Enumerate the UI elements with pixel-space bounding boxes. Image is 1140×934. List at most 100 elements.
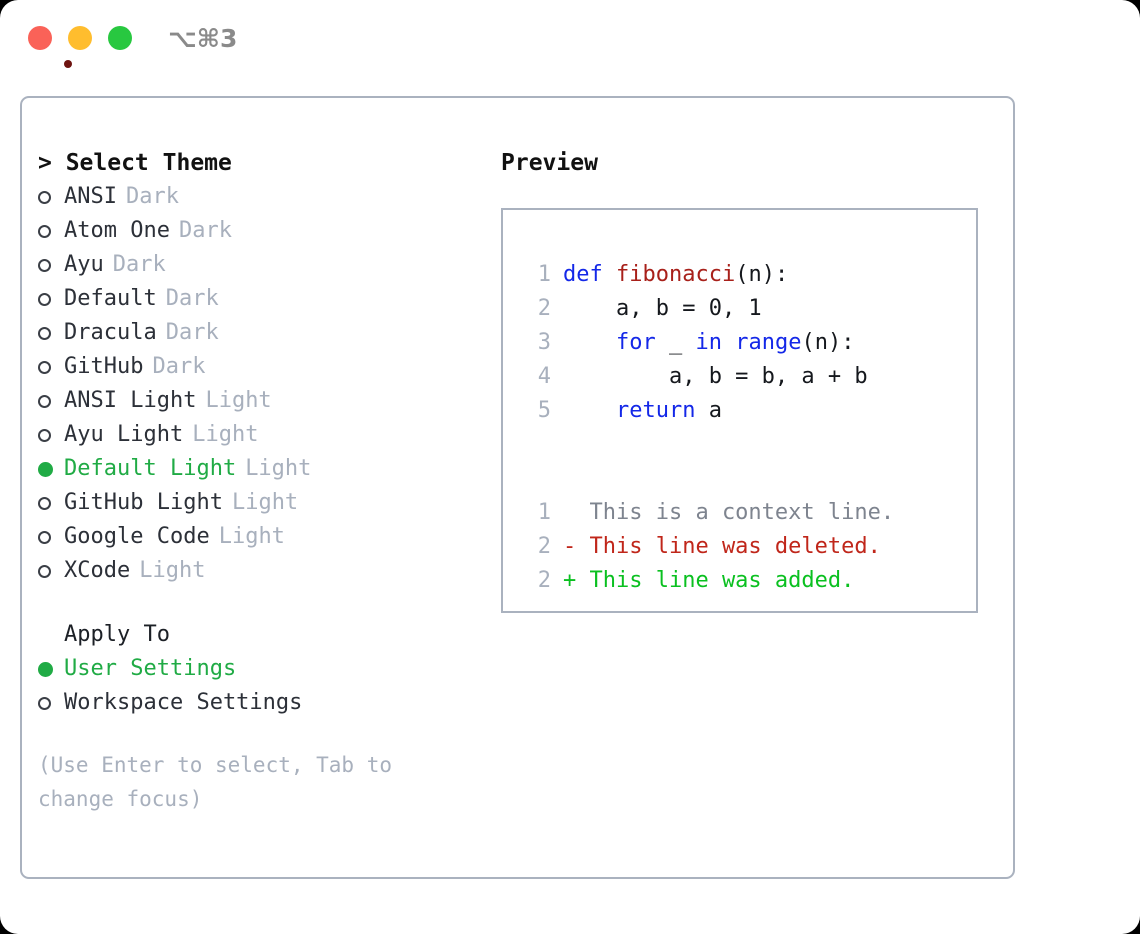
radio-dot xyxy=(38,224,51,238)
diff-line: 2 - This line was deleted. xyxy=(515,530,976,564)
theme-variant-badge: Dark xyxy=(152,354,206,379)
radio-unselected-icon xyxy=(38,326,64,340)
diff-sample: 1 This is a context line. 2 - This line wa… xyxy=(515,496,976,598)
theme-variant-badge: Light xyxy=(192,422,259,447)
theme-variant-badge: Light xyxy=(245,456,312,481)
code-token: _ xyxy=(655,330,696,355)
diff-text: - This line was deleted. xyxy=(563,534,881,559)
line-number: 2 xyxy=(537,534,551,559)
minimize-window-button[interactable] xyxy=(68,26,92,50)
radio-dot xyxy=(38,292,51,306)
theme-variant-badge: Dark xyxy=(125,184,179,209)
radio-unselected-icon xyxy=(38,428,64,442)
theme-name: XCode xyxy=(64,558,131,583)
theme-list-item[interactable]: ANSI Dark xyxy=(38,180,488,214)
theme-name: Ayu Light xyxy=(64,422,184,447)
code-token: (n): xyxy=(735,262,789,287)
line-number: 4 xyxy=(537,364,551,389)
radio-unselected-icon xyxy=(38,292,64,306)
theme-name: Default xyxy=(64,286,157,311)
radio-dot xyxy=(38,564,51,578)
radio-dot xyxy=(38,696,51,710)
code-line: 5 return a xyxy=(515,394,976,428)
radio-unselected-icon xyxy=(38,530,64,544)
section-spacer xyxy=(38,588,488,618)
theme-name: Ayu xyxy=(64,252,104,277)
line-number: 1 xyxy=(537,500,551,525)
theme-variant-badge: Light xyxy=(218,524,285,549)
line-number: 5 xyxy=(537,398,551,423)
code-token: return xyxy=(615,398,696,423)
radio-dot xyxy=(38,661,53,677)
theme-list-item[interactable]: Default Dark xyxy=(38,282,488,316)
close-icon xyxy=(64,60,72,68)
radio-dot xyxy=(38,326,51,340)
code-token: range xyxy=(735,330,802,355)
radio-unselected-icon xyxy=(38,696,64,710)
keyboard-shortcut-label: ⌥⌘3 xyxy=(168,24,238,53)
radio-dot xyxy=(38,258,51,272)
theme-name: Dracula xyxy=(64,320,157,345)
code-line: 2 a, b = 0, 1 xyxy=(515,292,976,326)
theme-variant-badge: Light xyxy=(205,388,272,413)
radio-dot xyxy=(38,394,51,408)
close-window-button[interactable] xyxy=(28,26,72,68)
theme-name: Atom One xyxy=(64,218,170,243)
code-token: fibonacci xyxy=(615,262,736,287)
diff-line: 2+ This line was added. xyxy=(515,564,976,598)
preview-title: Preview xyxy=(501,150,598,176)
code-token: def xyxy=(563,262,616,287)
diff-line: 1 This is a context line. xyxy=(515,496,976,530)
radio-unselected-icon xyxy=(38,224,64,238)
theme-list-item[interactable]: Ayu Light Light xyxy=(38,418,488,452)
theme-name: Google Code xyxy=(64,524,210,549)
code-line: 4 a, b = b, a + b xyxy=(515,360,976,394)
theme-variant-badge: Light xyxy=(231,490,299,515)
radio-unselected-icon xyxy=(38,360,64,374)
code-line: 3 for _ in range(n): xyxy=(515,326,976,360)
diff-text: This is a context line. xyxy=(563,500,895,525)
radio-selected-icon xyxy=(38,661,64,677)
code-blank-line xyxy=(515,428,976,462)
code-token: a, b = 0, 1 xyxy=(563,296,762,321)
theme-list-item[interactable]: Google Code Light xyxy=(38,520,488,554)
apply-to-heading: Apply To xyxy=(64,622,170,647)
code-blank-line xyxy=(515,462,976,496)
diff-text: + This line was added. xyxy=(563,568,855,593)
radio-dot xyxy=(38,530,51,544)
radio-unselected-icon xyxy=(38,564,64,578)
code-token: for xyxy=(615,330,656,355)
code-token: (n): xyxy=(801,330,855,355)
radio-unselected-icon xyxy=(38,190,64,204)
title-bar: ⌥⌘3 xyxy=(0,0,1140,78)
radio-dot xyxy=(38,428,51,442)
line-number: 3 xyxy=(537,330,551,355)
line-number: 1 xyxy=(537,262,551,287)
theme-variant-badge: Dark xyxy=(165,286,219,311)
maximize-window-button[interactable] xyxy=(108,26,132,50)
radio-unselected-icon xyxy=(38,394,64,408)
code-token xyxy=(563,394,616,428)
theme-name: ANSI Light xyxy=(64,388,197,413)
radio-dot xyxy=(38,190,51,204)
apply-to-label: User Settings xyxy=(64,656,237,681)
theme-name: ANSI xyxy=(64,184,117,209)
radio-unselected-icon xyxy=(38,258,64,272)
apply-to-option[interactable]: Workspace Settings xyxy=(38,686,488,720)
apply-to-option[interactable]: User Settings xyxy=(38,652,488,686)
theme-list-item[interactable]: ANSI Light Light xyxy=(38,384,488,418)
code-token: a xyxy=(695,398,722,423)
